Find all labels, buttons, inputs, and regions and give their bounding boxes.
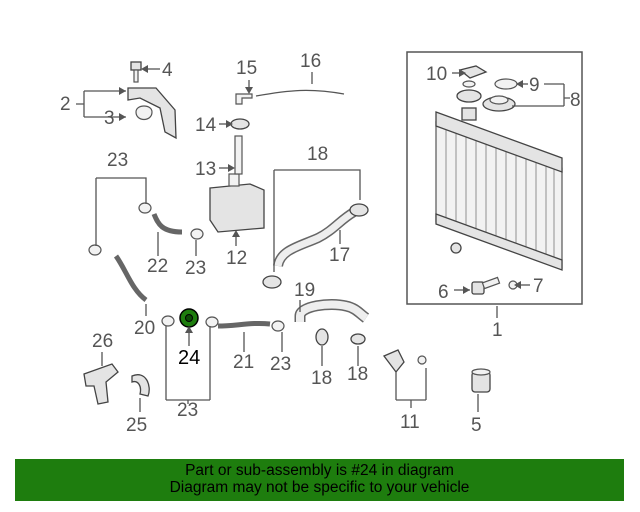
callout-19: 19 [294, 280, 315, 301]
radiator-cap-small[interactable] [456, 65, 488, 103]
hose-clamp[interactable] [88, 202, 285, 332]
callout-21: 21 [233, 352, 254, 373]
callout-11: 11 [400, 412, 420, 433]
callout-13: 13 [195, 159, 216, 180]
lower-radiator-hose[interactable] [294, 298, 370, 346]
radiator-assembly[interactable] [435, 107, 563, 271]
callout-16: 16 [300, 51, 321, 72]
callout-8: 8 [570, 90, 581, 111]
callout-3: 3 [104, 108, 115, 129]
highlighted-part-24[interactable] [179, 308, 199, 328]
callout-20: 20 [134, 318, 155, 339]
drain-plug[interactable] [471, 276, 501, 295]
reservoir-overflow-hose[interactable] [255, 89, 345, 97]
callout-25: 25 [126, 415, 147, 436]
callout-14: 14 [195, 115, 217, 136]
reservoir-elbow-hose[interactable] [235, 93, 253, 105]
callout-10: 10 [426, 64, 447, 85]
callout-22: 22 [147, 256, 168, 277]
hose-22[interactable] [151, 213, 183, 235]
reservoir-tank[interactable] [209, 173, 265, 233]
arrow-heads [119, 65, 523, 333]
reservoir-cap[interactable] [230, 118, 250, 130]
callout-18-right: 18 [347, 364, 368, 385]
hose-20[interactable] [113, 254, 148, 303]
radiator-group-box [406, 51, 583, 305]
temperature-sensor[interactable] [382, 349, 427, 374]
callout-7: 7 [533, 276, 544, 297]
callout-18-left: 18 [311, 368, 332, 389]
bracket-bolt[interactable] [130, 61, 142, 83]
callout-18-top: 18 [307, 144, 328, 165]
info-banner: Part or sub-assembly is #24 in diagram D… [15, 459, 624, 501]
hose-21[interactable] [217, 320, 271, 329]
callout-12: 12 [226, 248, 247, 269]
callout-numbers: 1 2 3 4 5 6 7 8 9 10 11 12 13 14 15 16 1… [60, 51, 581, 436]
bracket-26[interactable] [83, 363, 119, 405]
callout-24: 24 [178, 347, 200, 369]
upper-bracket[interactable] [127, 87, 177, 140]
callout-23-bottom: 23 [177, 400, 198, 421]
radiator-cap-seal[interactable] [494, 78, 518, 90]
callout-2: 2 [60, 94, 71, 115]
part-5[interactable] [471, 368, 491, 393]
callout-6: 6 [438, 282, 449, 303]
reservoir-pipe[interactable] [234, 135, 243, 175]
callout-23-middle: 23 [185, 258, 206, 279]
radiator-cap[interactable] [482, 95, 516, 112]
callout-15: 15 [236, 58, 257, 79]
callout-17: 17 [329, 245, 350, 266]
upper-radiator-hose[interactable] [262, 203, 369, 289]
callout-9: 9 [529, 75, 540, 96]
banner-line-1: Part or sub-assembly is #24 in diagram [185, 462, 454, 479]
banner-line-2: Diagram may not be specific to your vehi… [169, 479, 470, 496]
callout-5: 5 [471, 415, 482, 436]
bracket-25[interactable] [131, 374, 150, 397]
callout-4: 4 [162, 60, 173, 81]
leader-lines [76, 68, 570, 412]
callout-1: 1 [492, 320, 503, 341]
callout-26: 26 [92, 331, 113, 352]
callout-23-right: 23 [270, 354, 291, 375]
callout-23-top-left: 23 [107, 150, 128, 171]
